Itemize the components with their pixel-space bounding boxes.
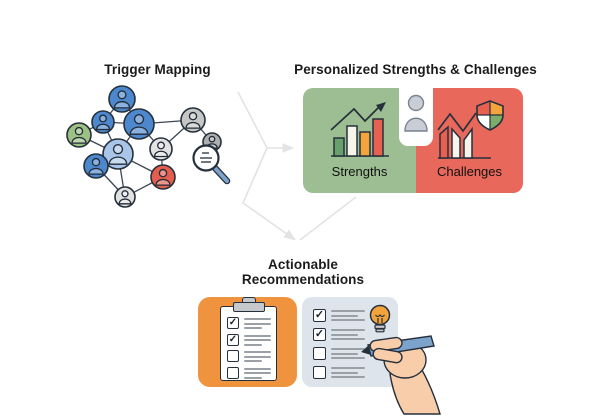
unchecked-checkbox-icon	[227, 350, 239, 362]
unchecked-checkbox-icon	[313, 347, 326, 360]
checked-checkbox-icon: ✓	[227, 333, 239, 346]
text-lines	[331, 347, 365, 359]
notes-checklist: ✓✓	[313, 309, 365, 379]
trigger-mapping-network	[66, 85, 222, 208]
person-icon	[121, 190, 129, 198]
person-icon	[117, 90, 127, 100]
person-notch	[399, 88, 433, 146]
text-lines	[244, 334, 271, 346]
text-lines	[331, 328, 365, 340]
person-icon	[158, 168, 168, 178]
network-node-person-1	[108, 85, 136, 113]
checked-checkbox-icon: ✓	[313, 328, 326, 341]
checklist-row	[227, 350, 272, 362]
person-icon	[74, 126, 84, 136]
clipboard-panel: ✓✓	[198, 297, 297, 387]
text-lines	[331, 309, 365, 321]
network-node-person-7	[149, 137, 173, 161]
checklist-row	[313, 347, 365, 360]
challenges-label: Challenges	[436, 164, 503, 179]
network-node-person-9	[114, 186, 136, 208]
flow-arrows	[237, 91, 357, 241]
text-lines	[244, 317, 271, 329]
person-icon	[99, 114, 107, 123]
checklist-row: ✓	[313, 328, 365, 341]
magnifier-search-icon	[192, 144, 231, 185]
network-node-person-6	[83, 153, 109, 179]
unchecked-checkbox-icon	[313, 366, 326, 379]
clipboard-checklist: ✓✓	[227, 317, 272, 379]
network-node-person-4	[123, 108, 155, 140]
hand-writing-pen-icon	[361, 335, 441, 415]
person-icon	[208, 135, 216, 143]
network-node-person-10	[180, 107, 206, 133]
person-icon	[404, 94, 428, 132]
bar-chart-growth-icon	[329, 102, 389, 157]
person-icon	[91, 157, 101, 167]
text-lines	[331, 366, 365, 378]
text-lines	[244, 350, 271, 362]
checked-checkbox-icon: ✓	[313, 309, 326, 322]
personalized-title: Personalized Strengths & Challenges	[294, 62, 537, 77]
arrow-to-personalized-icon	[237, 91, 295, 153]
network-node-person-5	[102, 138, 134, 170]
person-icon	[133, 114, 145, 125]
person-icon	[157, 141, 165, 150]
checklist-row	[227, 366, 272, 379]
person-icon	[112, 144, 124, 155]
shield-icon	[475, 100, 504, 131]
arrow-from-panels-icon	[299, 196, 357, 241]
network-node-person-3	[66, 122, 92, 148]
line-chart-icon	[436, 100, 504, 159]
person-icon	[188, 111, 198, 121]
lightbulb-icon	[369, 304, 391, 333]
strengths-label: Strengths	[331, 164, 388, 179]
strengths-panel: Strengths	[303, 88, 416, 193]
unchecked-checkbox-icon	[227, 366, 239, 379]
recommendations-title: Actionable Recommendations	[213, 257, 393, 287]
trigger-mapping-title: Trigger Mapping	[104, 62, 211, 77]
challenges-panel: Challenges	[416, 88, 523, 193]
checked-checkbox-icon: ✓	[227, 317, 239, 329]
checklist-row: ✓	[227, 333, 272, 346]
recommendations-title-line1: Actionable	[267, 257, 338, 272]
strengths-challenges-panels: Strengths Challenges	[303, 88, 523, 193]
checklist-row: ✓	[313, 309, 365, 322]
network-node-person-2	[91, 110, 115, 134]
clipboard-checklist-icon: ✓✓	[220, 297, 277, 381]
checklist-row: ✓	[227, 317, 272, 329]
clipboard-clip	[232, 302, 265, 312]
text-lines	[244, 367, 271, 379]
arrow-to-recommendations-icon	[242, 147, 296, 241]
checklist-row	[313, 366, 365, 379]
recommendations-title-line2: Recommendations	[241, 272, 365, 287]
network-node-person-8	[150, 164, 176, 190]
